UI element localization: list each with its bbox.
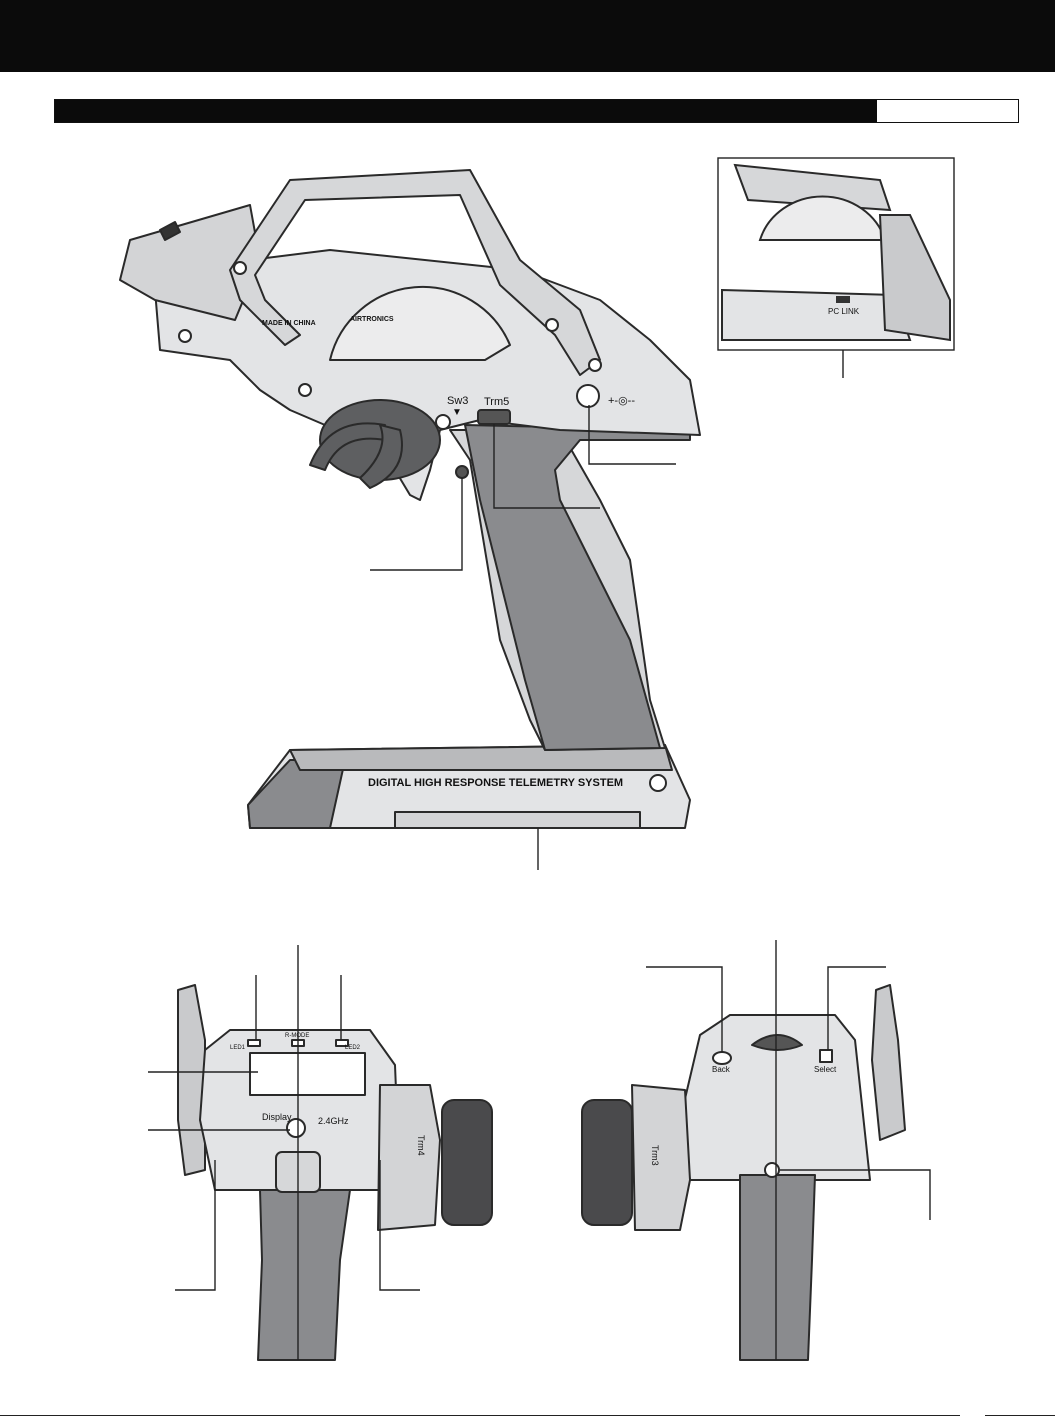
section-bar xyxy=(54,99,1019,123)
telemetry-banner-label: DIGITAL HIGH RESPONSE TELEMETRY SYSTEM xyxy=(368,777,623,789)
brand-label: AIRTRONICS xyxy=(350,316,394,323)
led1-indicator xyxy=(247,1039,261,1047)
base-bottom-strip xyxy=(394,811,641,829)
rear-wheel[interactable] xyxy=(581,1099,633,1226)
front-antenna xyxy=(177,984,206,1176)
back-label: Back xyxy=(712,1065,731,1074)
power-polarity-label: +-◎-- xyxy=(608,395,635,407)
display-label: Display xyxy=(262,1112,292,1122)
side-view xyxy=(119,169,701,829)
trm3-label: Trm3 xyxy=(650,1145,660,1166)
rear-view xyxy=(581,984,906,1361)
back-button[interactable] xyxy=(712,1051,732,1065)
rear-screw xyxy=(764,1162,780,1178)
select-label: Select xyxy=(814,1065,837,1074)
base-top xyxy=(289,744,673,771)
footer-rule xyxy=(0,1415,960,1416)
trm5-label: Trm5 xyxy=(484,396,509,408)
charge-jack[interactable] xyxy=(576,384,600,408)
select-button[interactable] xyxy=(819,1049,833,1063)
led1-label: LED1 xyxy=(230,1045,246,1051)
antenna-knob xyxy=(159,221,181,241)
front-leader-lines xyxy=(148,945,420,1360)
pc-link-label: PC LINK xyxy=(828,307,860,316)
rear-wheel-housing xyxy=(631,1084,691,1231)
trm4-label: Trm4 xyxy=(416,1135,426,1156)
rear-antenna xyxy=(871,984,906,1141)
lcd-screen xyxy=(249,1052,366,1096)
front-view xyxy=(177,984,493,1361)
base-dark-front xyxy=(247,759,346,829)
freq-label: 2.4GHz xyxy=(318,1116,349,1126)
rear-jog-dial[interactable] xyxy=(751,1034,803,1051)
rmode-label: R-MODE xyxy=(285,1033,309,1039)
sw3-label: Sw3 xyxy=(447,395,468,407)
front-wheel[interactable] xyxy=(441,1099,493,1226)
pc-link-port[interactable] xyxy=(836,296,850,303)
throttle-trigger xyxy=(309,422,386,471)
rear-grip xyxy=(739,1174,816,1361)
grip-rubber xyxy=(464,424,691,751)
header-banner xyxy=(0,0,1055,72)
label-disc xyxy=(329,285,511,361)
display-button[interactable] xyxy=(286,1118,306,1138)
throttle-trigger-2 xyxy=(359,424,403,489)
led2-label: LED2 xyxy=(345,1045,361,1051)
section-bar-fill xyxy=(55,100,877,122)
sw3-switch[interactable] xyxy=(455,465,469,479)
rear-leader-lines xyxy=(646,940,931,1360)
front-wheel-housing xyxy=(377,1084,441,1231)
made-in-label: MADE IN CHINA xyxy=(262,320,316,327)
front-grip xyxy=(257,1189,351,1361)
led2-indicator xyxy=(335,1039,349,1047)
footer-rule-right xyxy=(985,1415,1055,1416)
sw3-arrow-icon: ▼ xyxy=(452,407,462,418)
trm5-dial[interactable] xyxy=(477,409,511,425)
inset-pc-link xyxy=(717,157,955,351)
carry-handle xyxy=(229,169,601,376)
